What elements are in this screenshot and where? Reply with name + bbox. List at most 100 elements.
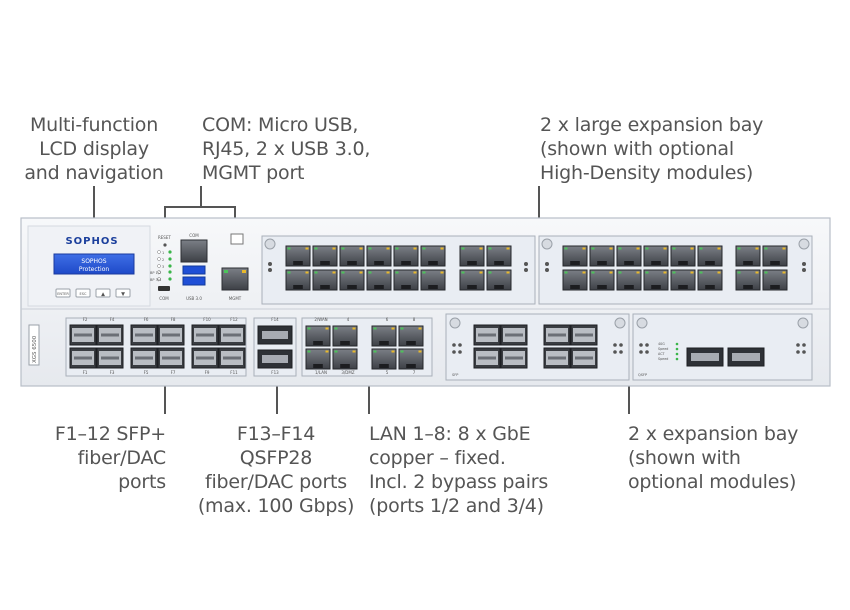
hd-port-bay2-a-top-4[interactable] [643,245,669,267]
leader-line-com-left [164,206,166,228]
hd-module-ports[interactable] [285,245,788,291]
hd-port-bay1-a-bottom-6[interactable] [420,269,446,291]
enter-button[interactable] [55,288,71,298]
nav-buttons[interactable]: ENTER ESC ▲ ▼ [55,288,131,298]
hd-port-bay2-b-bottom-2[interactable] [762,269,788,291]
hd-port-bay2-a-bottom-5[interactable] [670,269,696,291]
qsfp-label-f14: F14 [271,317,279,322]
hd-port-bay2-b-bottom-1[interactable] [735,269,761,291]
sfp-port-top-4[interactable] [157,324,185,346]
esc-button[interactable] [75,288,91,298]
hd-port-bay1-a-top-6-led-link [422,247,426,250]
micro-usb-port[interactable] [158,286,170,291]
hd-port-bay2-b-top-2[interactable] [762,245,788,267]
hd-port-bay1-a-top-4[interactable] [366,245,392,267]
hd-port-bay1-a-top-6[interactable] [420,245,446,267]
hd-port-bay2-a-bottom-1-led-activity [582,271,586,274]
hd-port-bay1-a-bottom-3[interactable] [339,269,365,291]
hd-port-bay1-a-top-5[interactable] [393,245,419,267]
mgmt-port[interactable] [221,267,249,291]
hd-port-bay2-a-top-3[interactable] [616,245,642,267]
up-button[interactable] [95,288,111,298]
hd-port-bay1-a-bottom-5[interactable] [393,269,419,291]
sfp-port-top-5[interactable] [191,324,219,346]
qsfp-port-f13[interactable] [257,349,293,369]
sfp-port-top-2-slot [101,333,119,337]
hd-port-bay2-a-bottom-4[interactable] [643,269,669,291]
lan-port-bottom-2[interactable] [332,348,358,370]
lan-port-bottom-1[interactable] [305,348,331,370]
hd-port-bay1-a-bottom-3-led-link [341,271,345,274]
module-sfp-port-bottom-4[interactable] [570,347,598,369]
sfp-port-bottom-3[interactable] [130,347,158,369]
hd-port-bay1-a-bottom-2[interactable] [312,269,338,291]
sfp-port-bottom-2[interactable] [96,347,124,369]
sfp-port-top-3[interactable] [130,324,158,346]
hd-port-bay1-a-top-2[interactable] [312,245,338,267]
reset-button[interactable] [163,243,167,247]
usb-port-2[interactable] [182,276,206,286]
lan-port-top-2[interactable] [332,325,358,347]
module-sfp-port-bottom-2[interactable] [500,347,528,369]
lan-port-top-3[interactable] [371,325,397,347]
hd-port-bay2-a-bottom-2[interactable] [589,269,615,291]
hd-port-bay1-b-top-1[interactable] [459,245,485,267]
sfp-port-bottom-1[interactable] [69,347,97,369]
usb-small-port[interactable] [230,233,244,245]
hd-port-bay2-a-top-2-led-activity [609,247,613,250]
hd-port-bay1-a-bottom-1[interactable] [285,269,311,291]
hd-port-bay1-b-bottom-2-led-link [488,271,492,274]
lan-copper-ports[interactable] [305,325,424,370]
hd-port-bay1-a-top-3[interactable] [339,245,365,267]
sfp-port-bottom-6[interactable] [218,347,246,369]
hd-port-bay1-b-top-2[interactable] [486,245,512,267]
module-sfp-port-top-1[interactable] [473,324,501,346]
sfp-port-top-1[interactable] [69,324,97,346]
module-sfp-port-top-4[interactable] [570,324,598,346]
module-qsfp-led-2: Speed [658,347,668,351]
hd-port-bay1-a-top-3-latch [347,261,357,265]
lan-port-top-1[interactable] [305,325,331,347]
hd-port-bay2-a-bottom-6[interactable] [697,269,723,291]
hd-port-bay2-a-top-5[interactable] [670,245,696,267]
sfp-port-top-2[interactable] [96,324,124,346]
lan-port-bottom-3[interactable] [371,348,397,370]
hd-port-bay1-b-bottom-2[interactable] [486,269,512,291]
lan-port-top-4[interactable] [398,325,424,347]
hd-port-bay1-b-bottom-1[interactable] [459,269,485,291]
module-qsfp-port-1[interactable] [686,347,724,367]
module-sfp-port-top-3[interactable] [543,324,571,346]
module-sfp-port-bottom-1[interactable] [473,347,501,369]
lan-port-top-4-led-activity [418,327,422,330]
module-sfp-port-top-2[interactable] [500,324,528,346]
qsfp-label-f13: F13 [271,370,279,375]
hd-port-bay1-a-top-1[interactable] [285,245,311,267]
module-qsfp-port-2[interactable] [727,347,765,367]
down-button[interactable] [115,288,131,298]
sfp-port-cage[interactable] [65,317,247,377]
sfp-port-bottom-4[interactable] [157,347,185,369]
hd-port-bay2-b-top-2-latch [770,261,780,265]
hd-port-bay2-a-top-2[interactable] [589,245,615,267]
hd-port-bay2-b-bottom-2-latch [770,285,780,289]
hd-port-bay1-a-bottom-4[interactable] [366,269,392,291]
hd-port-bay2-a-bottom-3[interactable] [616,269,642,291]
sfp-port-bottom-5[interactable] [191,347,219,369]
module-sfp-ports[interactable] [473,324,598,369]
module-qsfp-led-3: ACT [658,352,665,356]
hd-port-bay2-a-top-6[interactable] [697,245,723,267]
callout-sfp-ports: F1–12 SFP+ fiber/DAC ports [54,423,166,493]
module-sfp-port-bottom-3-slot [548,356,566,360]
sfp-port-top-6[interactable] [218,324,246,346]
hd-port-bay2-b-top-1[interactable] [735,245,761,267]
lan-port-bottom-4[interactable] [398,348,424,370]
lan-label-4: 4 [347,317,350,322]
usb-port-1[interactable] [182,265,206,275]
rj45-console-port[interactable] [180,239,208,263]
module-sfp-port-bottom-3[interactable] [543,347,571,369]
hd-port-bay2-a-bottom-1[interactable] [562,269,588,291]
hd-port-bay2-a-top-1[interactable] [562,245,588,267]
qsfp-port-f14[interactable] [257,325,293,345]
module-qsfp-led-4: Speed [658,357,668,361]
sfp-port-top-1-cage-inner [72,328,94,342]
